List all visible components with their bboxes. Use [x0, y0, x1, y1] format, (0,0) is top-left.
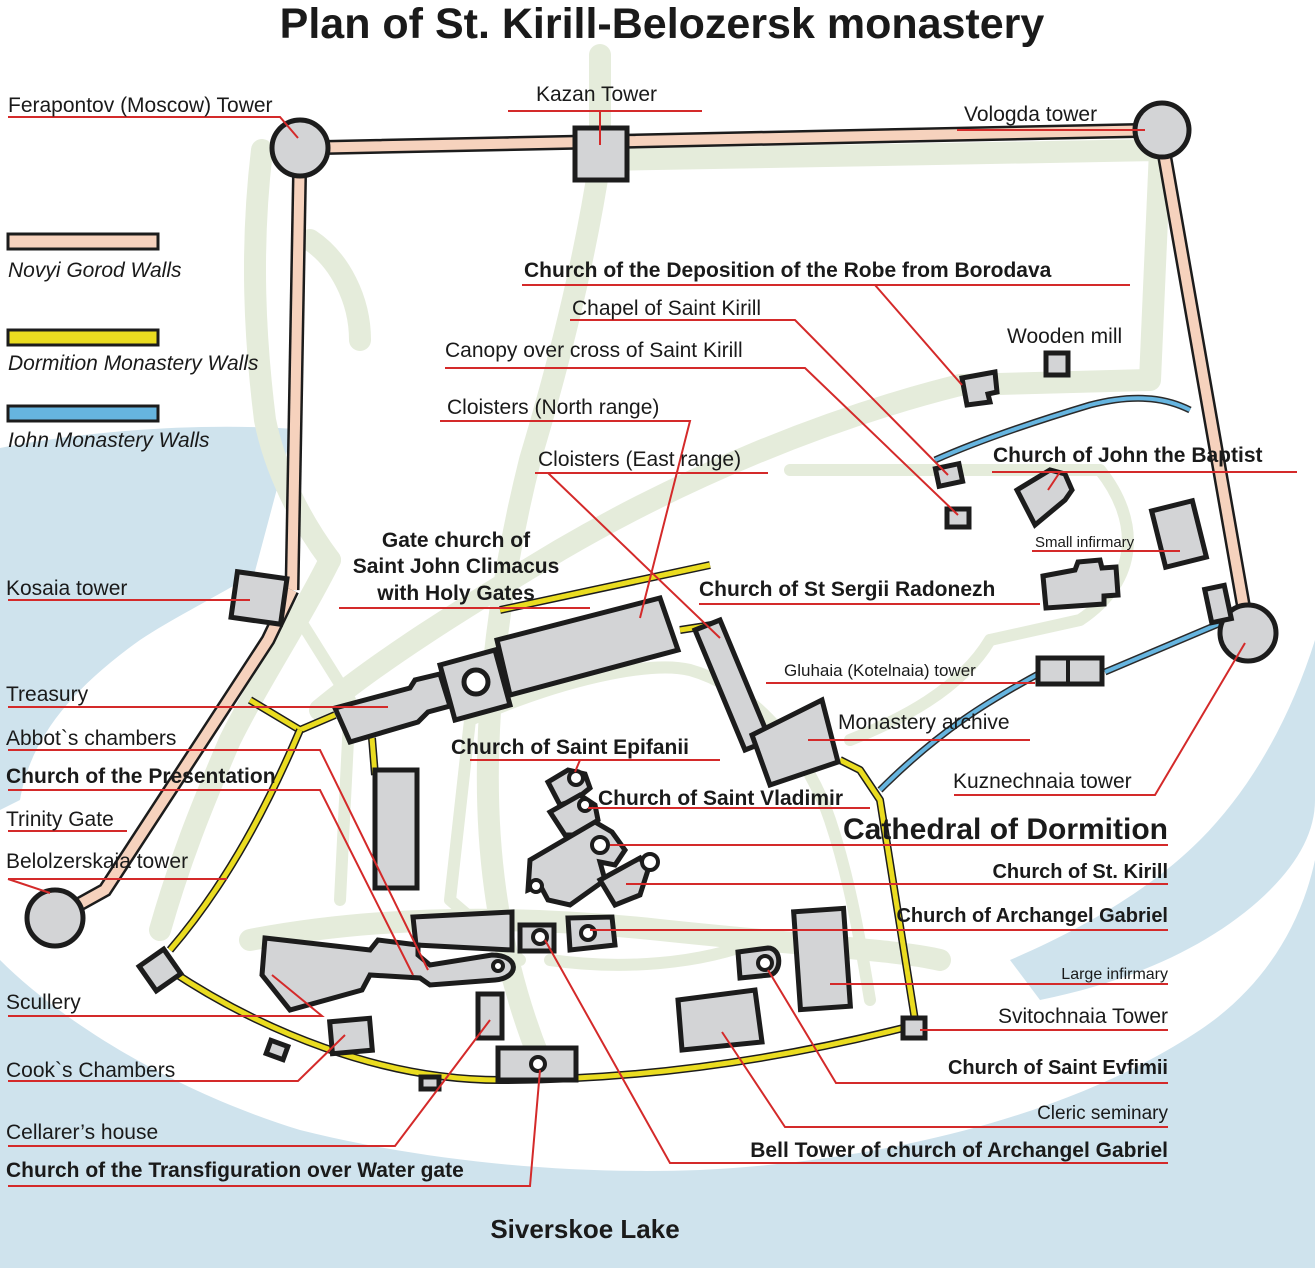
- deposition-church: [959, 369, 1000, 408]
- lake-east: [1010, 640, 1315, 1000]
- label-gate-church-line-1: Gate church of: [382, 529, 531, 552]
- label-abbots-chambers: Abbot`s chambers: [6, 727, 176, 750]
- transfiguration-church: [495, 1045, 579, 1083]
- canopy-over-cross: [944, 506, 972, 530]
- label-cloisters-east: Cloisters (East range): [538, 448, 741, 471]
- kuznechnaia-tower: [1217, 602, 1279, 664]
- label-church-archangel-gabriel: Church of Archangel Gabriel: [896, 905, 1168, 927]
- label-chapel-saint-kirill: Chapel of Saint Kirill: [572, 297, 761, 320]
- legend-swatch-iohn: [6, 404, 160, 423]
- kazan-tower: [572, 125, 630, 183]
- wall-turret-south-2: [418, 1074, 442, 1092]
- church-archangel-gabriel: [790, 905, 854, 1013]
- label-cleric-seminary: Cleric seminary: [1037, 1103, 1168, 1124]
- treasury-building: [331, 671, 454, 746]
- sergii-church: [1040, 557, 1121, 611]
- wall-turret-east: [1201, 582, 1235, 626]
- label-canopy-over-cross: Canopy over cross of Saint Kirill: [445, 339, 743, 362]
- label-deposition-church: Church of the Deposition of the Robe fro…: [524, 259, 1052, 282]
- leader-lines: [7, 110, 1297, 1187]
- label-church-saint-epifanii: Church of Saint Epifanii: [451, 736, 689, 759]
- legend-swatch-novyi-gorod: [6, 232, 160, 251]
- abbots-chambers-building: [372, 767, 420, 891]
- towers: [24, 100, 1279, 1092]
- belolzerskaia-tower: [24, 887, 86, 949]
- label-church-of-st-kirill: Church of St. Kirill: [992, 861, 1168, 883]
- label-trinity-gate: Trinity Gate: [6, 808, 114, 831]
- label-kosaia-tower: Kosaia tower: [6, 577, 127, 600]
- label-gate-church-line-3: with Holy Gates: [376, 582, 535, 605]
- label-vologda-tower: Vologda tower: [964, 103, 1097, 126]
- kosaia-tower: [228, 568, 290, 628]
- label-cathedral-of-dormition: Cathedral of Dormition: [843, 813, 1168, 846]
- label-monastery-archive: Monastery archive: [838, 711, 1010, 734]
- presentation-church: [410, 909, 515, 953]
- cleric-seminary: [675, 987, 765, 1053]
- legend-label-dormition: Dormition Monastery Walls: [8, 352, 259, 375]
- john-baptist-church: [1013, 467, 1075, 529]
- cellarers-house-building: [475, 991, 505, 1041]
- label-cellarers-house: Cellarer’s house: [6, 1121, 158, 1144]
- label-cloisters-north: Cloisters (North range): [447, 396, 659, 419]
- label-church-saint-vladimir: Church of Saint Vladimir: [598, 787, 843, 810]
- label-siverskoe-lake: Siverskoe Lake: [490, 1214, 679, 1244]
- lake-south: [0, 860, 1315, 1268]
- wall-turret-south-1: [262, 1037, 292, 1063]
- legend-label-iohn: Iohn Monastery Walls: [8, 429, 210, 452]
- label-gate-church-line-2: Saint John Climacus: [353, 555, 560, 578]
- label-kazan-tower: Kazan Tower: [536, 83, 657, 106]
- legend-label-novyi-gorod: Novyi Gorod Walls: [8, 259, 182, 282]
- legend-swatch-dormition: [6, 328, 160, 347]
- label-gluhaia-tower: Gluhaia (Kotelnaia) tower: [784, 661, 976, 680]
- label-church-saint-evfimii: Church of Saint Evfimii: [948, 1057, 1168, 1079]
- label-cooks-chambers: Cook`s Chambers: [6, 1059, 175, 1082]
- label-kuznechnaia-tower: Kuznechnaia tower: [953, 770, 1132, 793]
- legend: Novyi Gorod Walls Dormition Monastery Wa…: [6, 232, 259, 452]
- label-sergii-church: Church of St Sergii Radonezh: [699, 578, 995, 601]
- monastery-archive-building: [748, 696, 842, 789]
- svitochnaia-tower: [900, 1015, 928, 1041]
- cooks-chambers-building: [326, 1015, 376, 1057]
- label-wooden-mill: Wooden mill: [1007, 325, 1122, 348]
- label-treasury: Treasury: [6, 683, 89, 706]
- label-belolzerskaia-tower: Belolzerskaia tower: [6, 850, 188, 873]
- label-svitochnaia-tower: Svitochnaia Tower: [998, 1005, 1168, 1028]
- church-of-st-kirill: [596, 854, 651, 909]
- ferapontov-tower: [269, 117, 331, 179]
- label-large-infirmary: Large infirmary: [1061, 966, 1168, 983]
- label-gabriel-bell-tower: Bell Tower of church of Archangel Gabrie…: [750, 1139, 1168, 1162]
- label-john-baptist-church: Church of John the Baptist: [993, 444, 1263, 467]
- wooden-mill: [1043, 350, 1071, 378]
- scullery-building: [259, 935, 516, 1013]
- label-ferapontov-tower: Ferapontov (Moscow) Tower: [8, 94, 273, 117]
- label-small-infirmary: Small infirmary: [1035, 534, 1135, 551]
- cloisters-north: [494, 595, 682, 699]
- trinity-gate: [135, 945, 185, 995]
- label-transfiguration-church: Church of the Transfiguration over Water…: [6, 1159, 464, 1182]
- label-scullery: Scullery: [6, 991, 81, 1014]
- label-presentation-church: Church of the Presentation: [6, 765, 276, 788]
- page-title: Plan of St. Kirill-Belozersk monastery: [280, 0, 1045, 48]
- labels: Ferapontov (Moscow) Tower Kazan Tower Vo…: [6, 83, 1263, 1244]
